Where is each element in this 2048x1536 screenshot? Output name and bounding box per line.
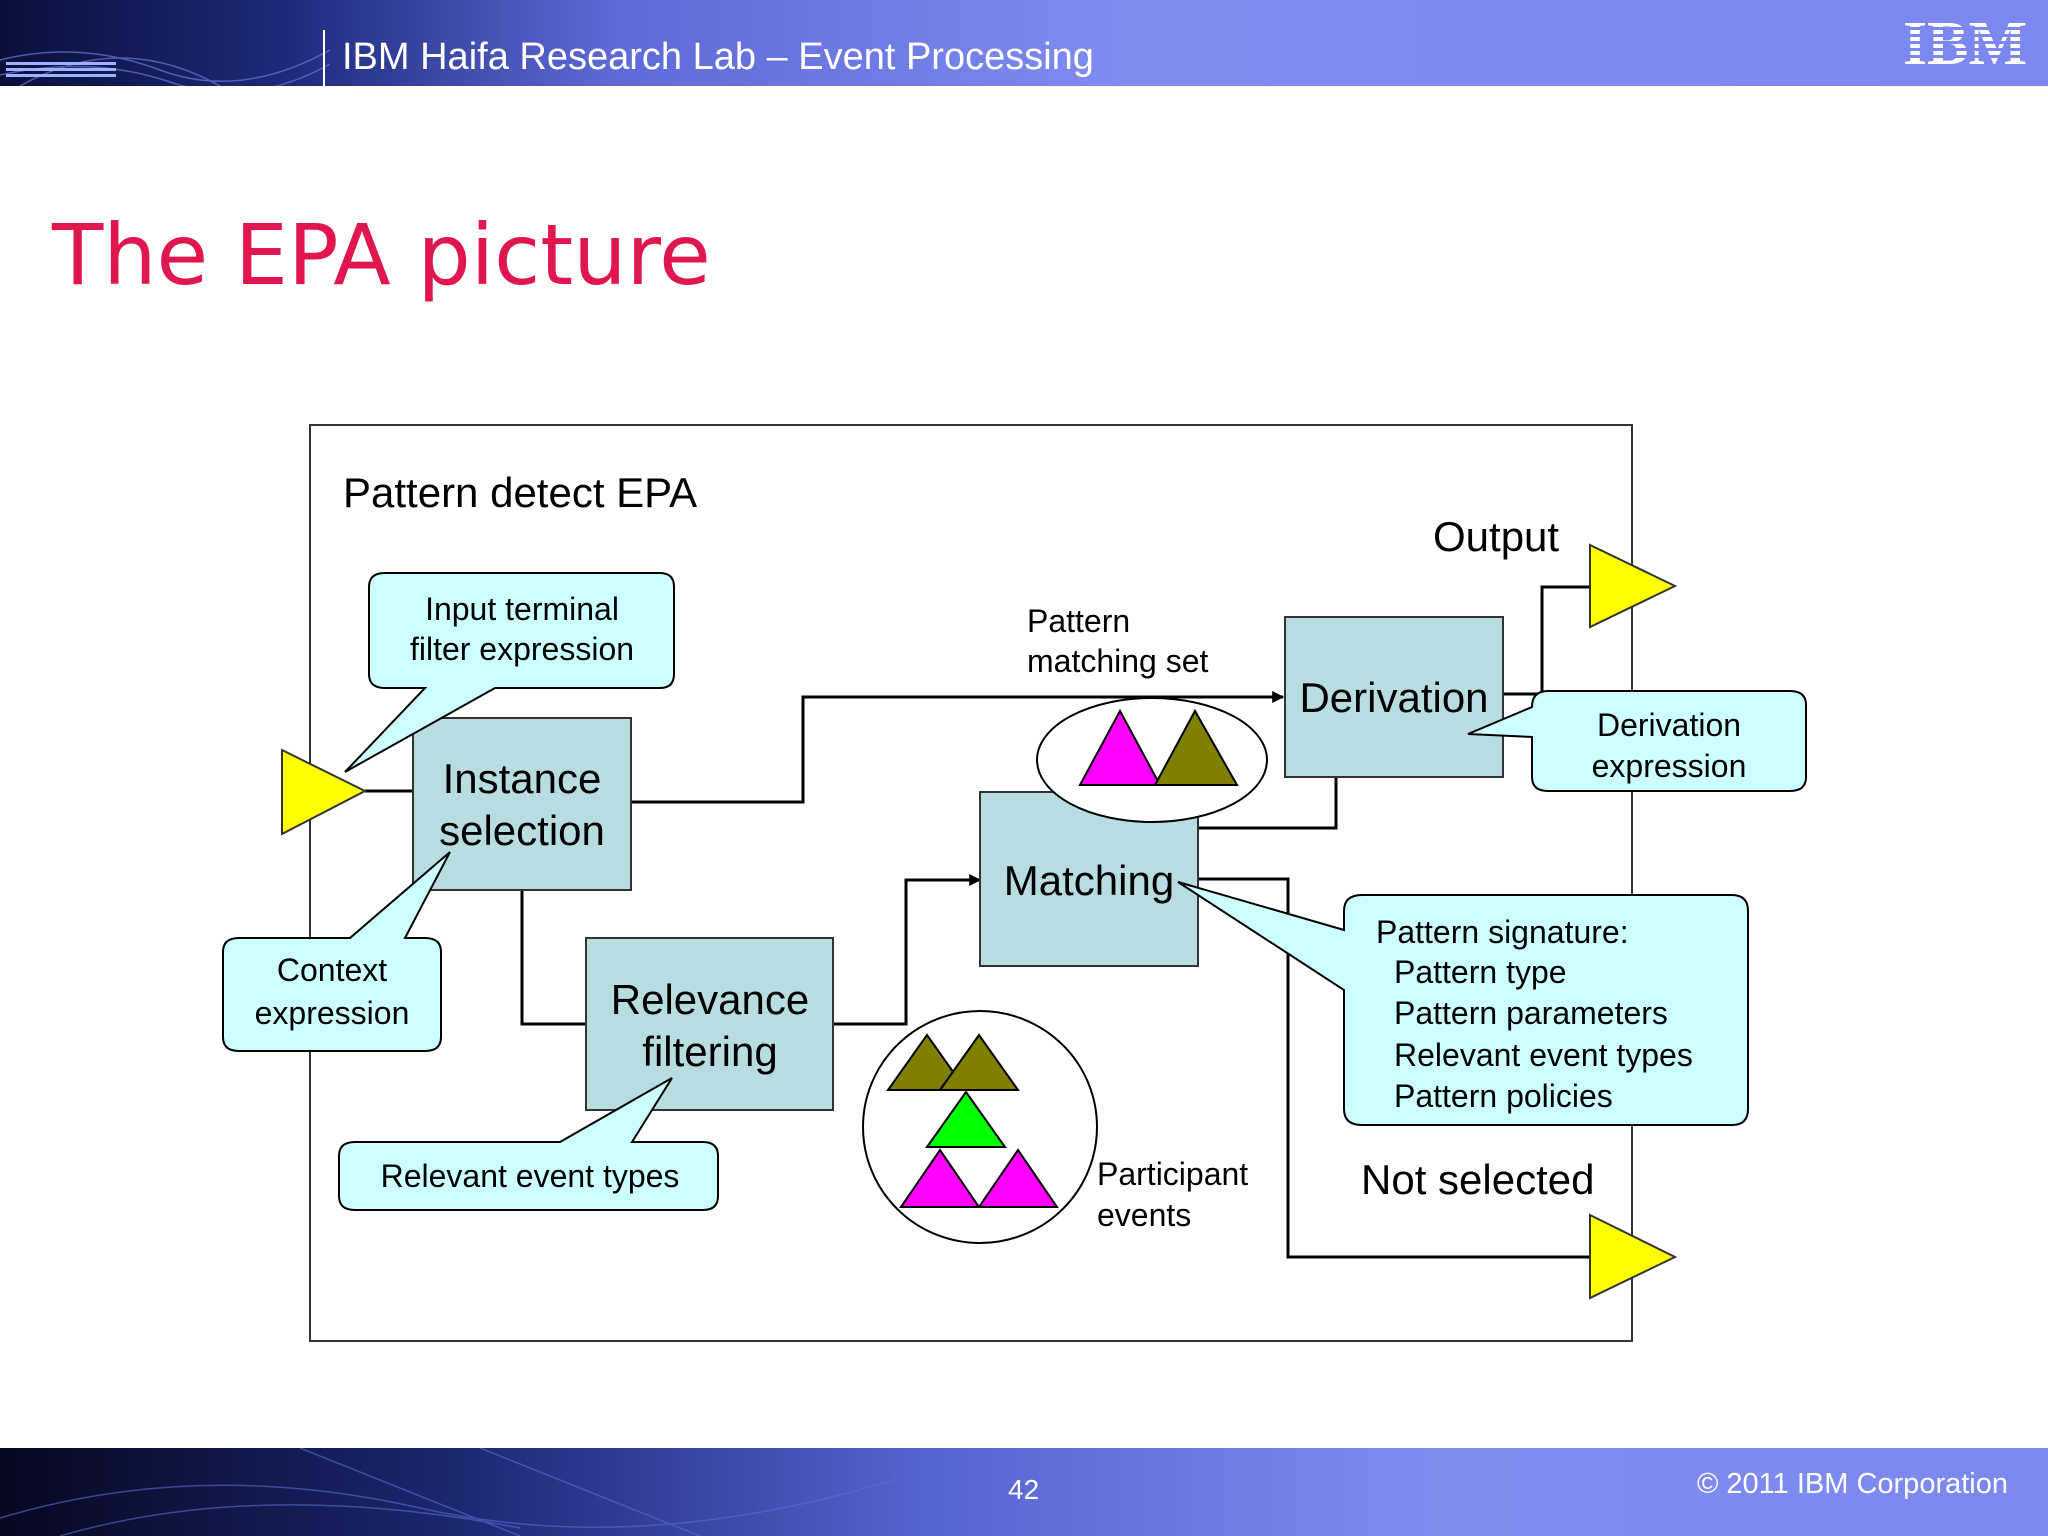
box-relevance-filtering: Relevance filtering <box>585 937 834 1111</box>
callout-derivation-expression: Derivation expression <box>1467 690 1807 792</box>
svg-text:Pattern policies: Pattern policies <box>1394 1078 1613 1114</box>
svg-text:Instance: Instance <box>443 755 602 802</box>
header-bar: IBM Haifa Research Lab – Event Processin… <box>0 0 2048 86</box>
callout-input-terminal: Input terminal filter expression <box>344 572 675 773</box>
svg-text:selection: selection <box>439 807 605 854</box>
ibm-logo: IBM <box>1895 12 2035 70</box>
copyright: © 2011 IBM Corporation <box>1697 1468 2008 1500</box>
connectors <box>365 585 1592 1259</box>
input-terminal <box>281 748 368 836</box>
callout-relevant-event-types: Relevant event types <box>338 1077 719 1211</box>
svg-text:Derivation: Derivation <box>1299 674 1488 721</box>
svg-text:filtering: filtering <box>642 1028 777 1075</box>
participant-events-label: Participant <box>1097 1156 1248 1192</box>
svg-text:Context: Context <box>277 952 387 988</box>
event-triangle-magenta <box>899 1148 981 1208</box>
event-triangle-green <box>925 1090 1007 1148</box>
slide-title: The EPA picture <box>52 206 711 304</box>
not-selected-label: Not selected <box>1361 1156 1594 1203</box>
svg-text:expression: expression <box>255 995 410 1031</box>
header-title: IBM Haifa Research Lab – Event Processin… <box>342 36 1094 78</box>
svg-text:Derivation: Derivation <box>1597 707 1741 743</box>
participant-events-label: events <box>1097 1197 1191 1233</box>
callout-context-expression: Context expression <box>222 851 451 1052</box>
not-selected-terminal <box>1589 1213 1678 1300</box>
event-triangle-magenta <box>977 1148 1059 1208</box>
pattern-matching-set <box>1036 697 1268 823</box>
event-triangle-olive <box>886 1033 968 1091</box>
output-terminal <box>1589 543 1678 629</box>
header-decoration <box>0 49 330 86</box>
output-label: Output <box>1433 513 1559 560</box>
svg-text:Input terminal: Input terminal <box>425 591 619 627</box>
svg-text:Relevance: Relevance <box>611 976 809 1023</box>
footer-bar: 42 © 2011 IBM Corporation <box>0 1448 2048 1536</box>
svg-text:expression: expression <box>1592 748 1747 784</box>
svg-text:Relevant event types: Relevant event types <box>1394 1037 1693 1073</box>
page-number: 42 <box>1008 1474 1040 1505</box>
svg-text:Relevant event types: Relevant event types <box>381 1158 680 1194</box>
pattern-matching-set-label: Pattern <box>1027 603 1130 639</box>
svg-text:filter expression: filter expression <box>410 631 634 667</box>
box-matching: Matching <box>979 791 1199 967</box>
svg-text:Pattern type: Pattern type <box>1394 954 1567 990</box>
svg-text:Pattern signature:: Pattern signature: <box>1376 914 1629 950</box>
box-derivation: Derivation <box>1284 616 1504 778</box>
box-instance-selection: Instance selection <box>412 717 632 891</box>
event-triangle-magenta <box>1078 708 1162 786</box>
participant-events <box>862 1010 1098 1244</box>
svg-text:Pattern parameters: Pattern parameters <box>1394 995 1668 1031</box>
header-divider <box>323 30 325 86</box>
pattern-matching-set-label: matching set <box>1027 643 1209 679</box>
frame-label: Pattern detect EPA <box>343 469 697 516</box>
event-triangle-olive <box>1153 708 1239 786</box>
event-triangle-olive <box>938 1033 1020 1091</box>
svg-text:Matching: Matching <box>1004 857 1174 904</box>
footer-decoration <box>0 1448 900 1536</box>
callout-pattern-signature: Pattern signature: Pattern type Pattern … <box>1177 881 1749 1126</box>
